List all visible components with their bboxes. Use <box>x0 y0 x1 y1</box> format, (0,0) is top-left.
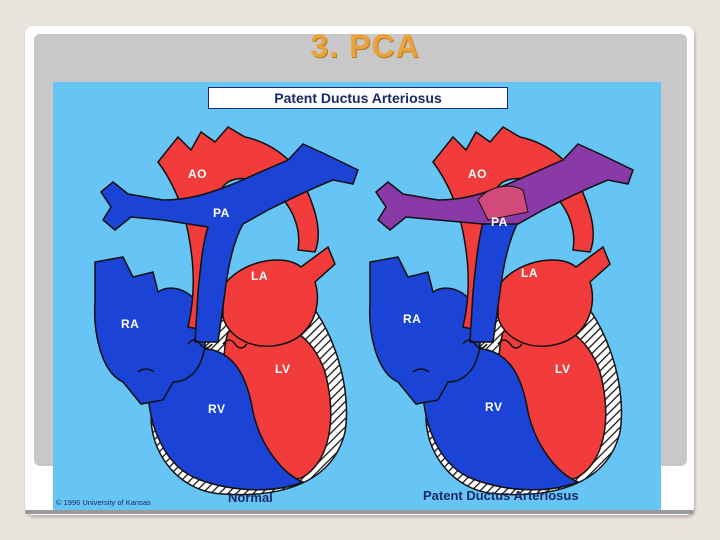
label-lv: LV <box>555 362 570 376</box>
figure-header: Patent Ductus Arteriosus <box>208 87 508 109</box>
pulmonary-trunk <box>469 221 520 343</box>
copyright-text: © 1996 University of Kansas <box>56 498 151 507</box>
slide-bottom-rule <box>25 510 694 514</box>
label-ao: AO <box>188 167 207 181</box>
caption-normal: Normal <box>228 490 273 505</box>
heart-diagram-figure: Patent Ductus Arteriosus <box>53 82 661 510</box>
ductus-arteriosus <box>477 185 529 221</box>
right-ventricle <box>146 347 306 491</box>
valve-marks <box>412 339 523 373</box>
right-ventricle <box>421 347 581 491</box>
label-la: LA <box>521 266 538 280</box>
hearts-svg: AO PA LA RA LV RV Normal AO PA LA RA <box>56 126 634 507</box>
valve-marks <box>137 339 248 373</box>
label-ra: RA <box>403 312 421 326</box>
heart-normal: AO PA LA RA LV RV Normal <box>93 126 359 505</box>
left-atrium <box>222 245 336 347</box>
label-la: LA <box>251 269 268 283</box>
slide-title: 3. PCA <box>310 28 420 64</box>
right-atrium <box>368 256 482 405</box>
caption-pda: Patent Ductus Arteriosus <box>423 488 579 503</box>
right-atrium <box>93 256 207 405</box>
label-pa: PA <box>491 215 508 229</box>
heart-pda: AO PA LA RA LV RV Patent Ductus Arterios… <box>368 126 634 503</box>
label-lv: LV <box>275 362 290 376</box>
label-pa: PA <box>213 206 230 220</box>
label-rv: RV <box>485 400 502 414</box>
left-atrium <box>497 245 611 347</box>
label-rv: RV <box>208 402 225 416</box>
label-ao: AO <box>468 167 487 181</box>
label-ra: RA <box>121 317 139 331</box>
pulmonary-artery <box>100 143 359 343</box>
